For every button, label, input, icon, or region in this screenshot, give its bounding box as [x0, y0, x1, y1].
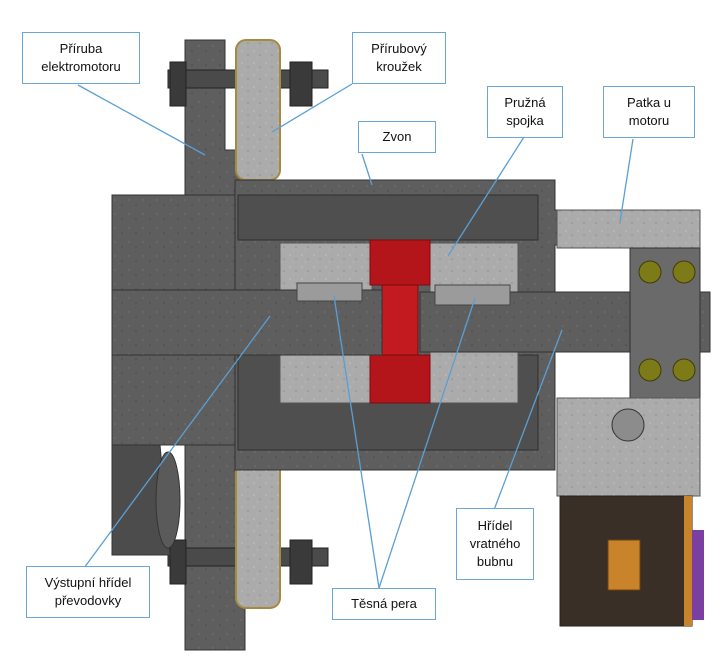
leader-zvon: [361, 153, 373, 186]
elastic-element-bottom: [369, 354, 431, 404]
bell-inner-top: [237, 194, 539, 241]
motor-window: [607, 539, 641, 591]
ball-1: [638, 260, 662, 284]
elastic-element-top: [369, 239, 431, 286]
motor-purple-edge: [692, 530, 704, 620]
key-left: [296, 282, 363, 302]
flange-ring-top: [235, 39, 281, 181]
leader-prirubovy: [271, 83, 353, 133]
elastic-element-mid: [381, 284, 419, 356]
label-pruzna-spojka: Pružná spojka: [487, 86, 563, 138]
nut-bottom-left: [169, 539, 187, 585]
motor-foot-top: [556, 209, 701, 249]
flange-ring-bottom: [235, 459, 281, 609]
label-patka-u-motoru: Patka u motoru: [603, 86, 695, 138]
ball-4: [672, 358, 696, 382]
leader-tesna-1: [333, 295, 380, 589]
key-right: [434, 284, 511, 306]
foot-bolt: [611, 408, 645, 442]
nut-bottom-right: [289, 539, 313, 585]
leader-hridel: [493, 329, 563, 511]
gearbox-foot: [111, 444, 171, 556]
leader-patka: [619, 138, 634, 223]
leader-priruba: [77, 84, 206, 156]
motor-orange-strip: [684, 496, 692, 626]
nut-top-left: [169, 61, 187, 107]
label-vystupni-hridel: Výstupní hřídel převodovky: [26, 566, 150, 618]
label-tesna-pera: Těsná pera: [332, 588, 436, 620]
label-hridel-vratneho-bubnu: Hřídel vratného bubnu: [456, 508, 534, 580]
leader-vystupni: [83, 315, 271, 569]
leader-lines: [77, 83, 634, 589]
nut-top-right: [289, 61, 313, 107]
gearbox-foot-round: [155, 451, 181, 549]
label-prirubovy-krouzek: Přírubový kroužek: [352, 32, 446, 84]
ball-2: [672, 260, 696, 284]
ball-3: [638, 358, 662, 382]
leader-tesna-2: [378, 297, 476, 589]
label-priruba-elektromotoru: Příruba elektromotoru: [22, 32, 140, 84]
label-zvon: Zvon: [358, 121, 436, 153]
leader-pruzna: [447, 136, 525, 257]
